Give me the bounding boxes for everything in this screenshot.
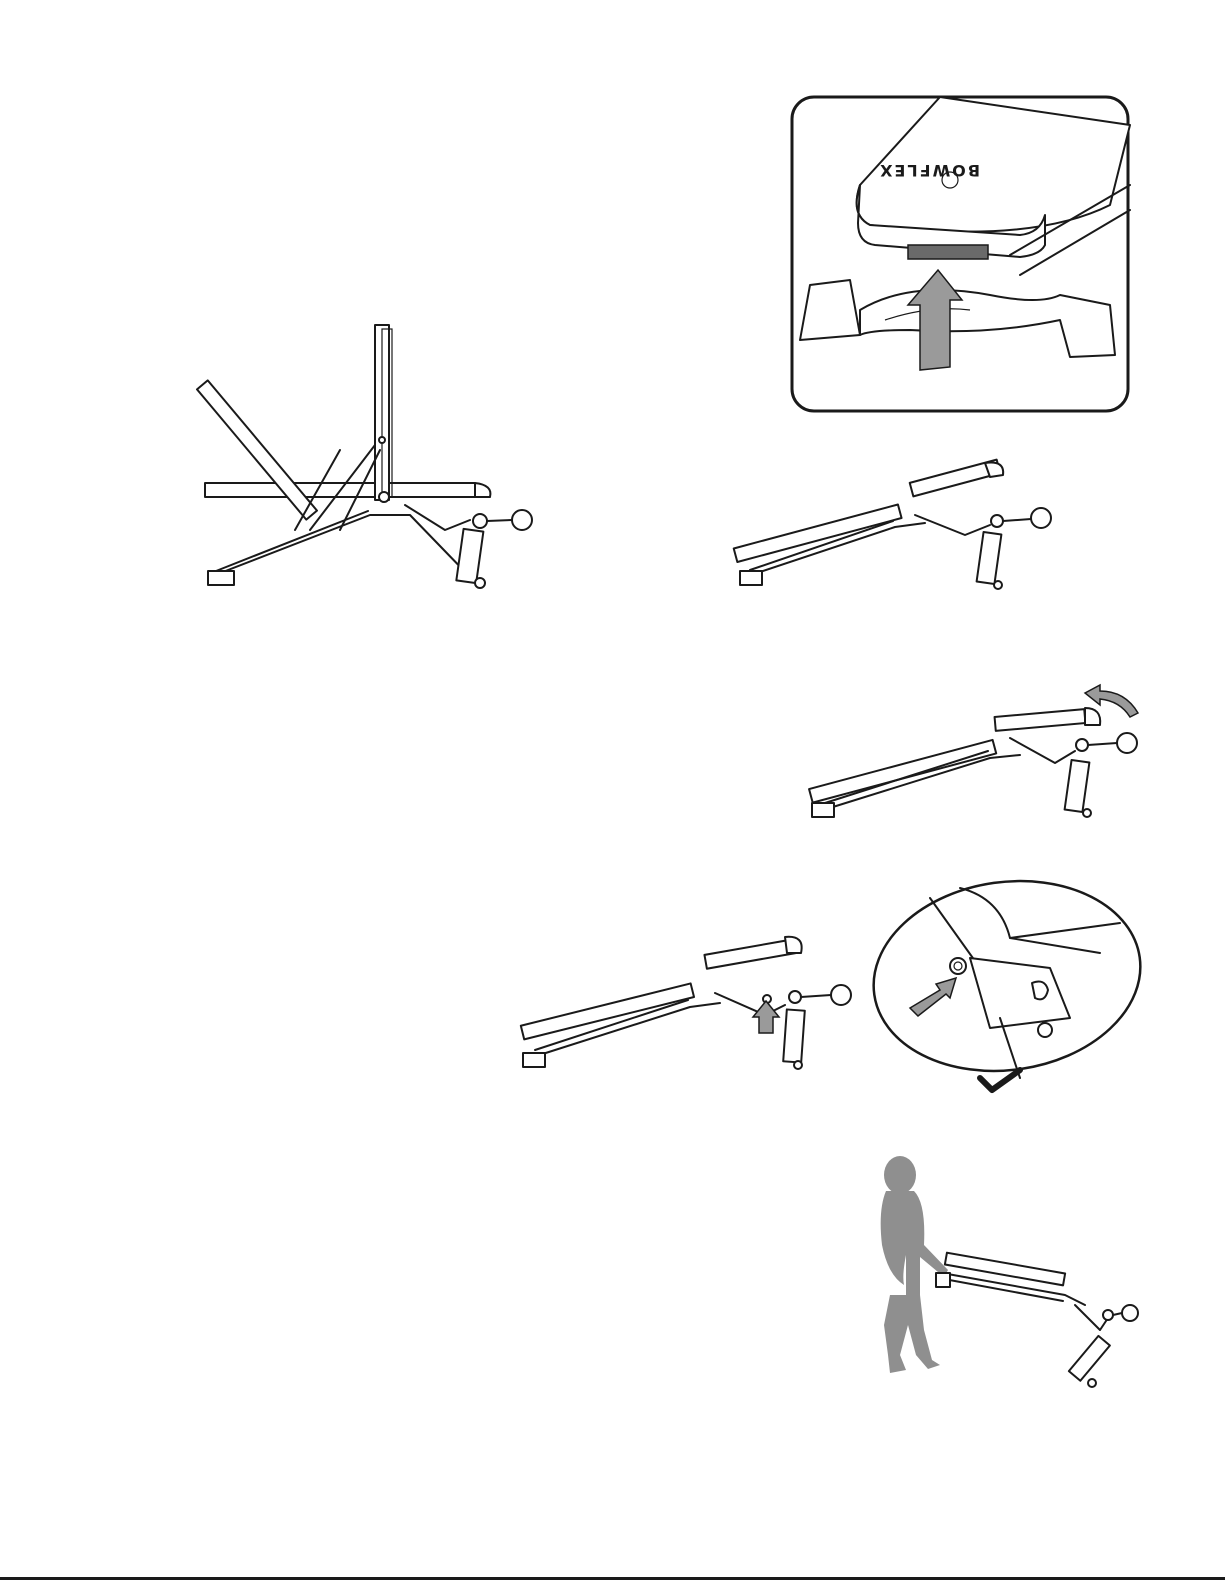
bench-folding-icon <box>190 315 510 595</box>
bench-pin-icon <box>515 925 855 1075</box>
person-moving-bench-icon <box>860 1155 1150 1400</box>
bench-folding-figure <box>190 315 510 595</box>
bench-pin-figure <box>515 925 855 1075</box>
bench-folded-figure-1 <box>725 455 1065 595</box>
brand-mark: BOWFLEX <box>878 161 980 180</box>
bench-move-figure <box>860 1155 1150 1400</box>
seat-release-detail: BOWFLEX <box>790 95 1130 413</box>
person-silhouette <box>881 1156 948 1373</box>
page-bottom-rule <box>0 1577 1225 1580</box>
bench-folded-icon <box>725 455 1065 595</box>
seat-release-detail-icon: BOWFLEX <box>790 95 1130 413</box>
bench-rotate-icon <box>800 683 1150 823</box>
checkmark-icon <box>980 1070 1020 1090</box>
pin-detail-icon <box>870 878 1145 1098</box>
bench-rotate-figure <box>800 683 1150 823</box>
pin-detail <box>870 878 1145 1098</box>
